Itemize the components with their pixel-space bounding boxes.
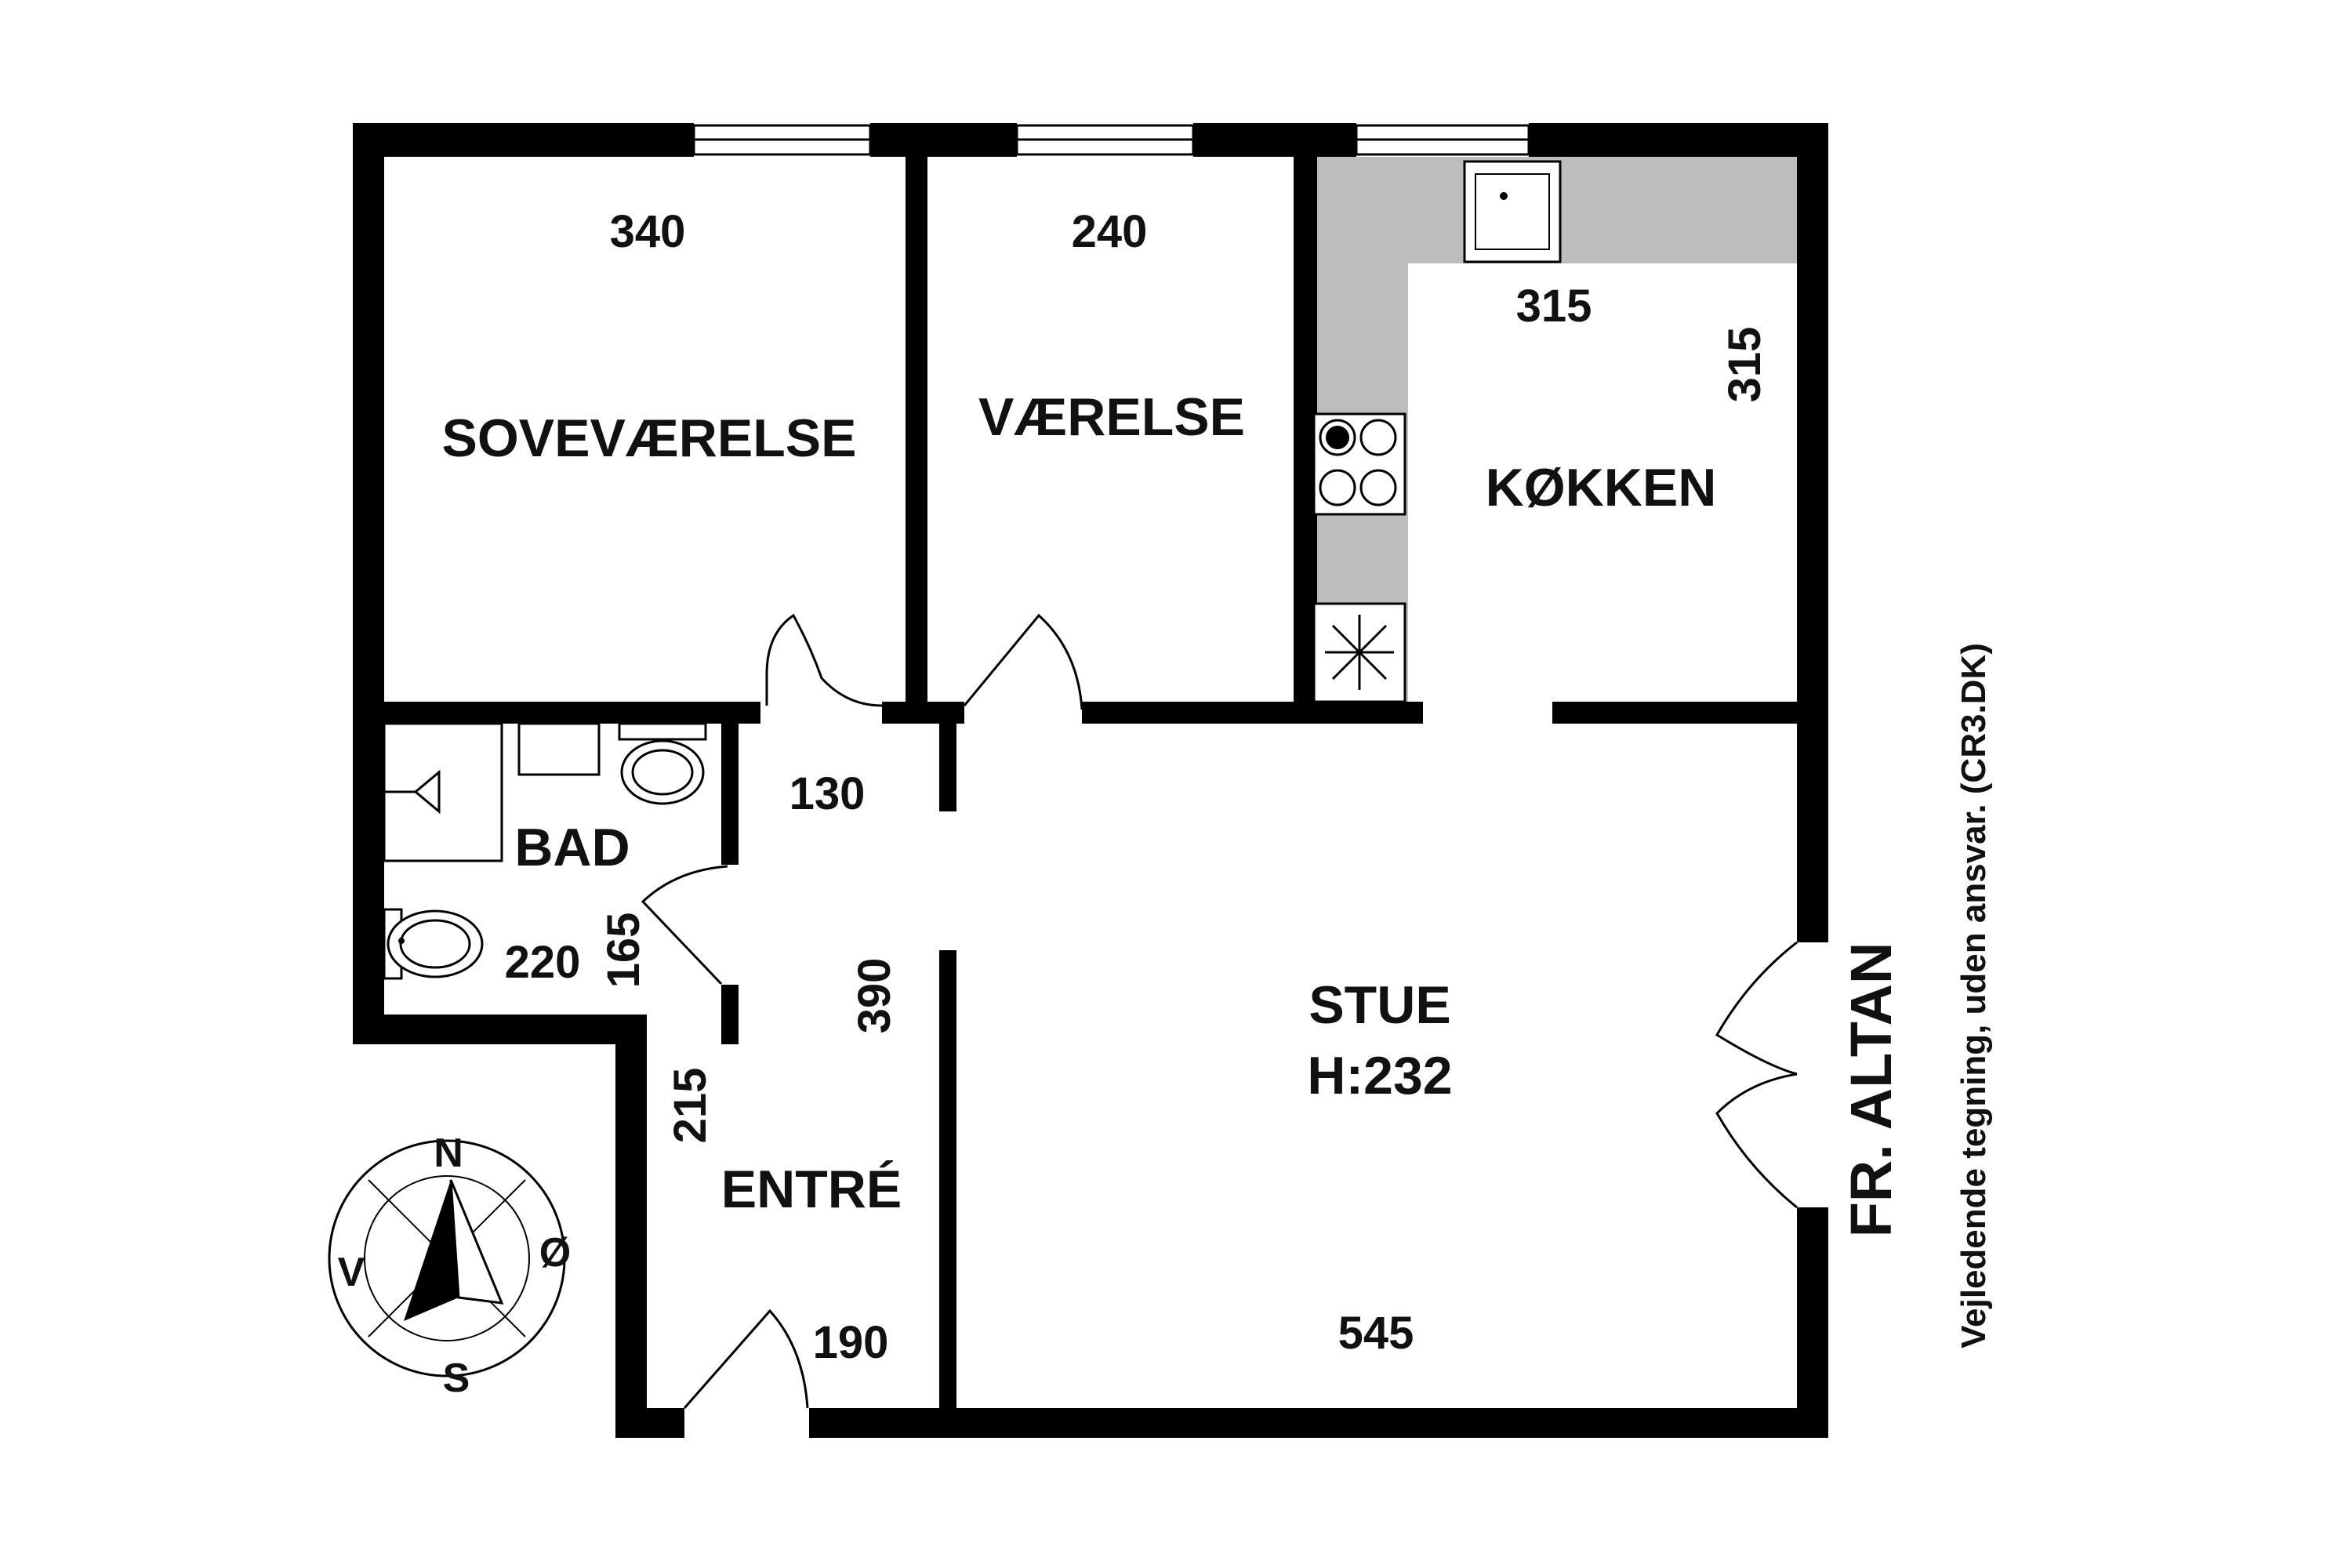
dim-bath-depth: 165 xyxy=(598,913,649,989)
compass-labels: N S Ø V xyxy=(338,1131,572,1401)
room-label-kitchen: KØKKEN xyxy=(1486,458,1717,517)
room-label-living: STUE xyxy=(1308,975,1450,1035)
wall-left xyxy=(353,123,384,1044)
compass-south: S xyxy=(443,1356,470,1401)
door-bath xyxy=(641,865,728,985)
dim-kitchen-depth: 315 xyxy=(1719,327,1770,403)
wall-top xyxy=(353,123,694,157)
disclaimer-text: Vejledende tegning, uden ansvar. (CR3.DK… xyxy=(1955,643,1993,1348)
walls xyxy=(353,123,1828,1438)
room-label-bedroom: SOVEVÆRELSE xyxy=(441,408,856,468)
room-label-room: VÆRELSE xyxy=(978,387,1245,447)
wall-kitchen-bottom xyxy=(1552,702,1828,724)
room-label-bath: BAD xyxy=(514,818,630,877)
doors xyxy=(641,613,1798,1409)
toilet-icon xyxy=(383,908,484,980)
wall-bedroom-bottom xyxy=(353,702,760,724)
balcony-label: FR. ALTAN xyxy=(1838,942,1904,1238)
wall-right xyxy=(1797,1207,1828,1438)
windows xyxy=(692,124,1530,156)
compass-north: N xyxy=(434,1131,463,1176)
door-entry xyxy=(683,1308,809,1409)
wall-bottom xyxy=(615,1408,684,1438)
dim-entry-width: 190 xyxy=(813,1317,889,1368)
dim-living-width: 545 xyxy=(1338,1308,1414,1359)
wall-bath-right xyxy=(721,724,739,865)
dim-kitchen-width: 315 xyxy=(1516,281,1592,332)
wall-bedroom-room xyxy=(906,157,927,717)
cabinet xyxy=(517,722,601,776)
dim-hall-depth: 130 xyxy=(789,768,866,819)
compass-west: V xyxy=(338,1250,365,1295)
room-label-living-height: H:232 xyxy=(1307,1046,1452,1105)
compass-icon xyxy=(328,1139,566,1377)
sink-icon xyxy=(1463,160,1562,263)
bath-fixtures xyxy=(383,722,707,980)
room-label-entry: ENTRÉ xyxy=(721,1160,902,1219)
stove-icon xyxy=(1312,412,1406,516)
wall-entry-left xyxy=(615,1014,647,1438)
compass-east: Ø xyxy=(539,1230,571,1276)
dim-bath-width: 220 xyxy=(505,937,581,988)
dim-hall-length: 390 xyxy=(849,958,900,1034)
door-bedroom xyxy=(765,613,883,707)
dim-room-width: 240 xyxy=(1072,206,1148,257)
fridge-icon xyxy=(1312,602,1406,703)
wall-room-bottom xyxy=(1082,702,1423,724)
wall-top xyxy=(1193,123,1356,157)
door-room xyxy=(963,613,1083,710)
dim-entry-depth: 215 xyxy=(665,1068,716,1144)
wall-bath-right xyxy=(721,985,739,1044)
wall-hall-stub xyxy=(939,713,956,811)
wall-bath-bottom xyxy=(353,1014,619,1044)
toilet-icon xyxy=(618,722,707,805)
wall-right xyxy=(1797,123,1828,942)
door-balcony xyxy=(1715,941,1798,1076)
wall-top xyxy=(870,123,1017,157)
wall-hall-stub xyxy=(939,950,956,1438)
dim-bedroom-width: 340 xyxy=(610,206,686,257)
wall-top xyxy=(1529,123,1828,157)
wall-bottom xyxy=(809,1408,1828,1438)
